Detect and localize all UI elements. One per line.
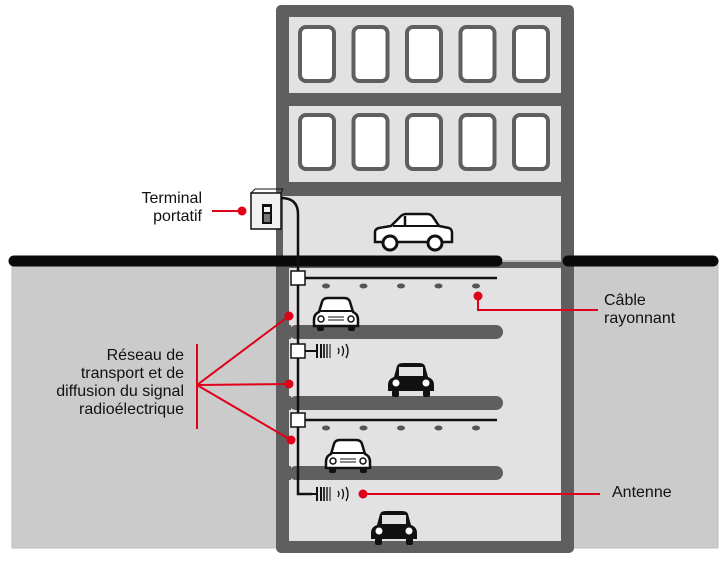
window-floor-1-3: [405, 25, 443, 83]
window-floor-1-1: [298, 25, 336, 83]
coupler-1: [290, 270, 306, 286]
car-front-level-4: [371, 511, 417, 545]
cable-emitter-2-4: [434, 425, 443, 431]
label-network: Réseau de transport et de diffusion du s…: [10, 347, 184, 419]
feeder-cable: [280, 196, 312, 496]
label-terminal-line-1: Terminal: [141, 190, 202, 207]
window-floor-1-4: [458, 25, 497, 83]
label-network-line-2: transport et de: [80, 365, 184, 382]
slab-level-1: [289, 325, 503, 339]
cable-emitter-2-1: [322, 425, 330, 431]
antenna-icon-1: [305, 343, 349, 359]
window-floor-2-5: [512, 113, 550, 171]
label-terminal: Terminal portatif: [100, 190, 202, 226]
cable-emitter-1-1: [322, 283, 330, 289]
window-floor-2-2: [351, 113, 390, 171]
car-front-level-1: [312, 296, 360, 331]
network-point-2: [284, 379, 294, 389]
label-antenna-line-1: Antenne: [612, 484, 672, 501]
slab-level-2: [289, 396, 503, 410]
label-cable-line-1: Câble: [604, 292, 646, 309]
label-cable: Câble rayonnant: [604, 292, 724, 328]
slab-level-3: [289, 466, 503, 480]
window-floor-1-2: [351, 25, 390, 83]
label-cable-line-2: rayonnant: [604, 310, 676, 327]
label-network-line-4: radioélectrique: [79, 401, 184, 418]
label-antenna: Antenne: [612, 484, 712, 502]
callout-terminal: [212, 206, 247, 216]
car-front-level-3: [324, 438, 372, 473]
window-floor-1-5: [512, 25, 550, 83]
antenna-icon-2: [305, 486, 349, 502]
coupler-2: [290, 343, 306, 359]
cable-emitter-1-2: [359, 283, 368, 289]
window-floor-2-3: [405, 113, 443, 171]
window-floor-2-4: [458, 113, 497, 171]
cable-emitter-1-5: [472, 283, 480, 289]
cable-emitter-2-2: [359, 425, 368, 431]
callout-antenna: [358, 489, 600, 499]
callout-cable: [473, 291, 598, 311]
window-floor-2-1: [298, 113, 336, 171]
callout-network: [196, 311, 296, 445]
coupler-3: [290, 412, 306, 428]
label-terminal-line-2: portatif: [153, 208, 202, 225]
car-side-street: [373, 212, 454, 252]
cable-emitter-2-3: [397, 425, 405, 431]
cable-emitter-2-5: [472, 425, 480, 431]
cable-emitter-1-4: [434, 283, 443, 289]
car-front-level-2: [388, 363, 434, 397]
network-point-3: [286, 435, 296, 445]
label-network-line-3: diffusion du signal: [56, 383, 184, 400]
label-network-line-1: Réseau de: [106, 347, 184, 364]
network-point-1: [284, 311, 294, 321]
cable-emitter-1-3: [397, 283, 405, 289]
portable-terminal-icon: [250, 188, 284, 230]
